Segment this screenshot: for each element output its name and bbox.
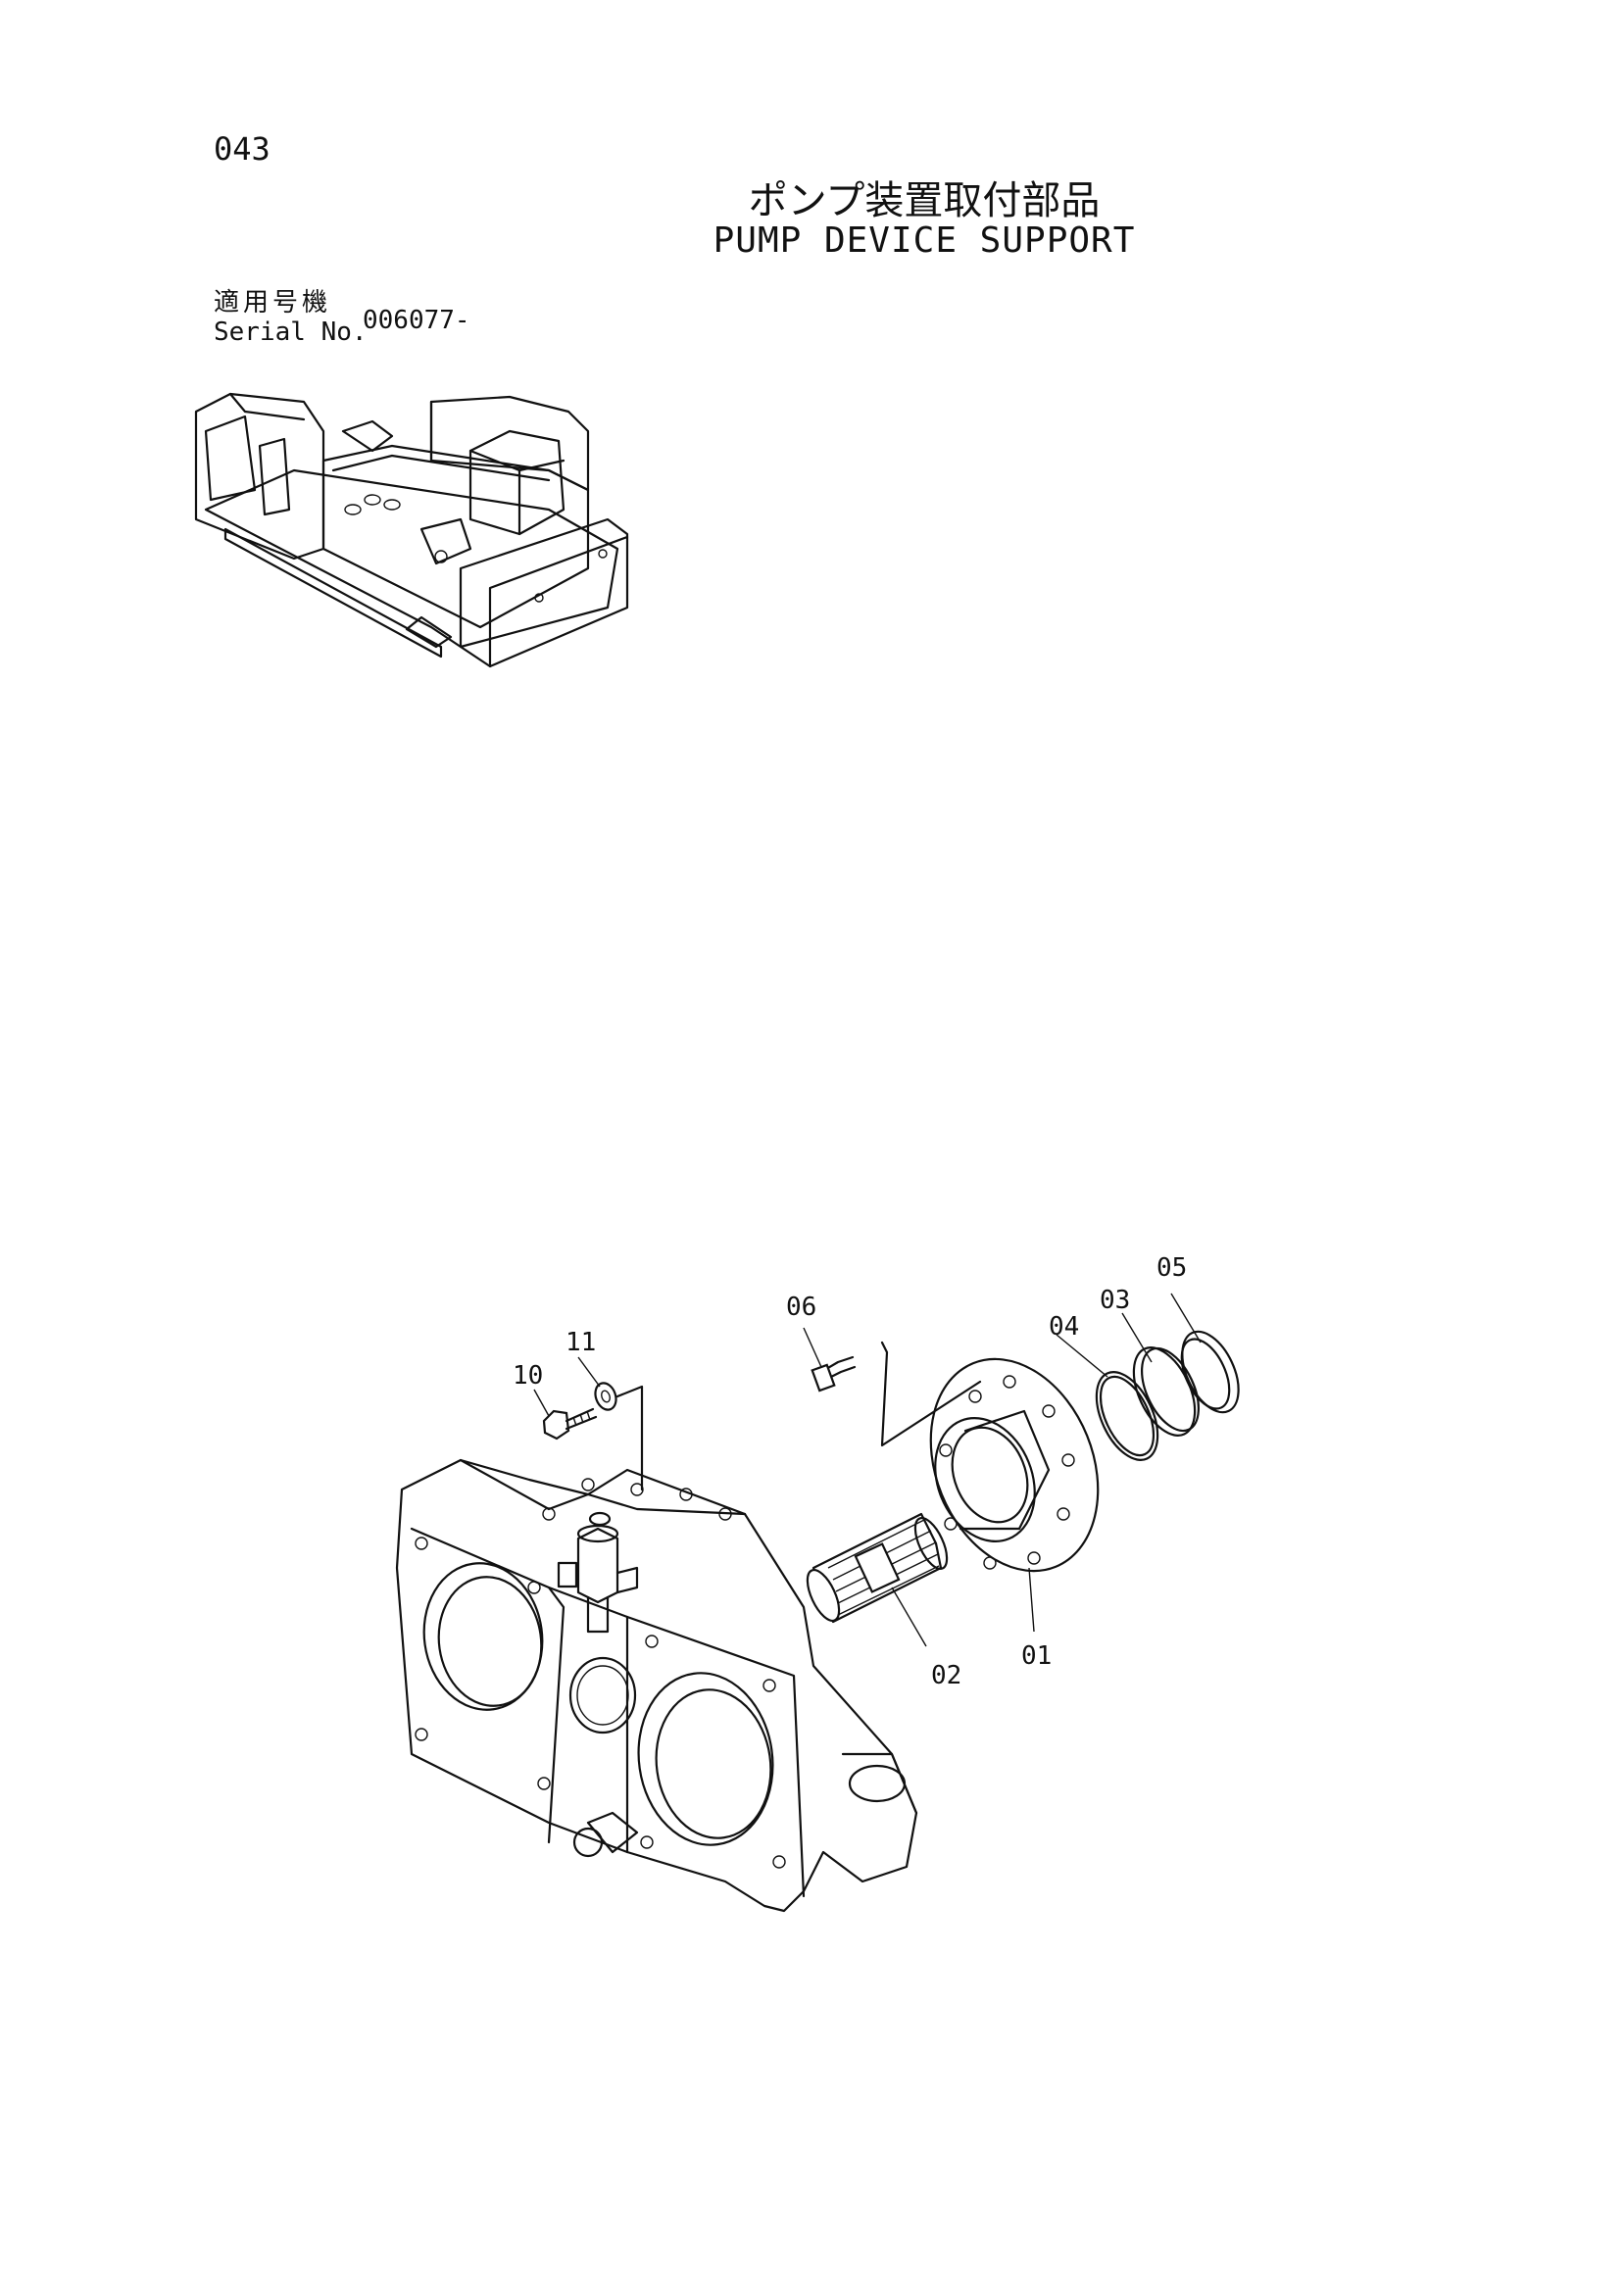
page-title-japanese: ポンプ装置取付部品 [748, 178, 1101, 223]
callout-10: 10 [513, 1361, 543, 1391]
excavator-locator-illustration [194, 392, 629, 668]
part-11-washer [594, 1382, 644, 1491]
part-10-bolt [542, 1407, 598, 1441]
callout-04: 04 [1049, 1312, 1079, 1342]
callout-01: 01 [1021, 1641, 1052, 1671]
page-number: 043 [214, 130, 270, 168]
part-04-o-ring [1095, 1371, 1159, 1461]
part-06-screw [811, 1341, 982, 1447]
part-02-spline-shaft [806, 1512, 949, 1647]
serial-number-value: 006077- [363, 306, 470, 335]
page-title: PUMP DEVICE SUPPORT [713, 220, 1136, 261]
part-05-snap-ring [1180, 1330, 1240, 1414]
serial-label-japanese: 適用号機 [214, 288, 332, 318]
callout-03: 03 [1100, 1286, 1130, 1315]
serial-label: Serial No. [214, 318, 368, 347]
callout-05: 05 [1156, 1253, 1187, 1283]
callout-02: 02 [931, 1661, 961, 1690]
pump-housing-casting [395, 1458, 918, 1913]
part-01-flange [929, 1357, 1100, 1633]
part-03-ring [1132, 1346, 1200, 1437]
callout-06: 06 [786, 1293, 816, 1322]
callout-11: 11 [566, 1328, 596, 1357]
